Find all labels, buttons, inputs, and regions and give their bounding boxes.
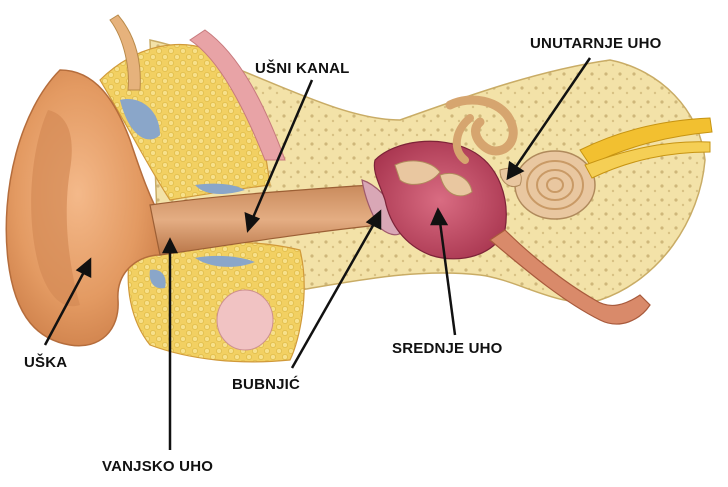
label-eardrum: BUBNJIĆ xyxy=(232,376,300,393)
soft-tissue-lower xyxy=(128,242,304,362)
label-auricle: UŠKA xyxy=(24,354,67,371)
label-ear-canal: UŠNI KANAL xyxy=(255,60,350,77)
label-middle-ear: SREDNJE UHO xyxy=(392,340,503,357)
label-outer-ear: VANJSKO UHO xyxy=(102,458,213,475)
label-inner-ear: UNUTARNJE UHO xyxy=(530,35,662,52)
